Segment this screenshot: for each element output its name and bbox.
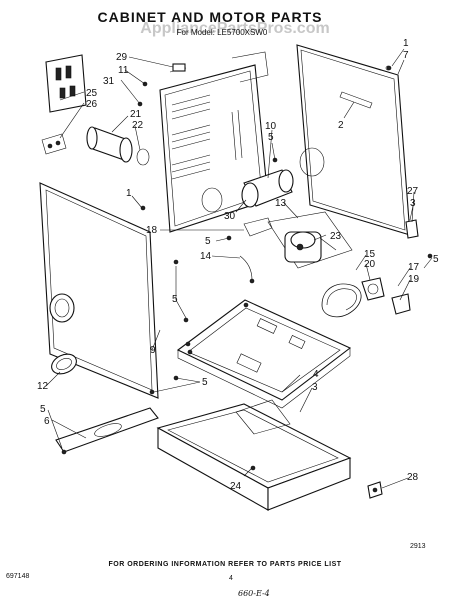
callout-label: 27	[407, 186, 419, 197]
model-subtitle: For Model: LE5700XSW0	[177, 28, 268, 37]
side-panel	[39, 182, 159, 399]
callout-label: 5	[433, 254, 439, 265]
idler-pulley	[361, 277, 385, 301]
callout-label: 4	[313, 369, 319, 380]
callout-label: 6	[44, 416, 50, 427]
callout-label: 5	[268, 132, 274, 143]
callout-label: 30	[224, 211, 236, 222]
watermark-text: AppliancePartsPros.com	[140, 20, 329, 37]
front-bottom-panel	[55, 407, 159, 453]
drive-belt	[321, 283, 362, 318]
callout-label: 3	[410, 198, 416, 209]
motor-switch-wire	[239, 255, 255, 284]
callout-label: 10	[265, 121, 277, 132]
callout-label: 24	[230, 481, 242, 492]
callout-label: 15	[364, 249, 376, 260]
callout-label: 2	[338, 120, 344, 131]
bottom-frame	[156, 399, 352, 511]
callout-label: 9	[150, 345, 156, 356]
callout-label: 31	[103, 76, 115, 87]
callout-label: 7	[403, 50, 409, 61]
screws	[61, 63, 433, 455]
callout-label: 23	[330, 231, 342, 242]
cabinet-base	[176, 299, 352, 409]
callout-label: 12	[37, 381, 49, 392]
diagram-code: 2913	[410, 543, 426, 550]
bulkhead-panel	[159, 51, 269, 233]
exhaust-duct	[86, 126, 150, 166]
callout-label: 28	[407, 472, 419, 483]
callout-label: 11	[118, 65, 129, 76]
drive-motor	[267, 211, 353, 269]
callout-label: 1	[403, 38, 409, 49]
terminal-screws	[41, 133, 67, 155]
callout-label: 13	[275, 198, 287, 209]
page-number: 4	[229, 575, 233, 582]
terminal-block	[45, 54, 87, 113]
idler-spring	[391, 293, 411, 315]
callout-label: 25	[86, 88, 98, 99]
callout-label: 5	[40, 404, 46, 415]
callout-label: 5	[205, 236, 211, 247]
rear-panel	[296, 44, 411, 236]
callout-label: 5	[202, 377, 208, 388]
leader-lines	[45, 48, 433, 489]
blower-housing	[241, 169, 294, 208]
callout-label: 21	[130, 109, 142, 120]
callout-label: 17	[408, 262, 420, 273]
callout-label: 3	[312, 382, 318, 393]
diagram-title: CABINET AND MOTOR PARTS	[98, 9, 323, 25]
callout-label: 19	[408, 274, 420, 285]
motor-clip	[243, 217, 273, 237]
callout-label: 22	[132, 120, 144, 131]
callout-label: 14	[200, 251, 212, 262]
leveling-leg-bolt	[367, 481, 383, 499]
callout-label: 26	[86, 99, 98, 110]
callout-label: 1	[126, 188, 132, 199]
callout-label: 18	[146, 225, 158, 236]
callout-label: 29	[116, 52, 128, 63]
ordering-note: FOR ORDERING INFORMATION REFER TO PARTS …	[108, 561, 341, 568]
bulkhead-louvers	[171, 94, 243, 180]
handwritten-code: 660-E-4	[238, 589, 270, 598]
callout-label: 20	[364, 259, 376, 270]
callout-labels: 1 7 2 29 11 31 25 26 21 22 10 5 27 3 30 …	[37, 38, 439, 492]
part-number: 697148	[6, 573, 29, 580]
callout-label: 5	[172, 294, 178, 305]
leveling-foot	[51, 353, 77, 375]
